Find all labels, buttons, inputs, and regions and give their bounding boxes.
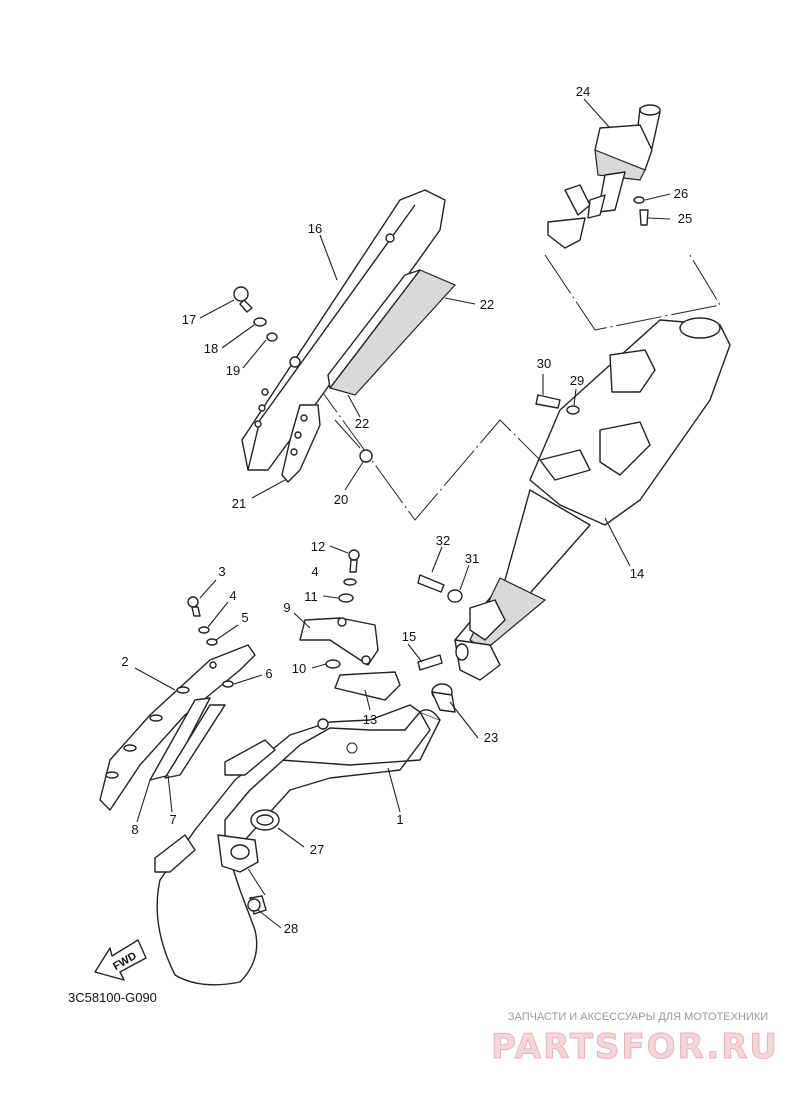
watermark-tagline: ЗАПЧАСТИ И АКСЕССУАРЫ ДЛЯ МОТОТЕХНИКИ [508,1011,768,1023]
label-5: 5 [241,610,248,625]
label-23: 23 [484,730,498,745]
label-8: 8 [131,822,138,837]
part-labels: 1 2 3 4 4 5 6 7 8 9 10 11 12 13 14 15 16… [121,84,692,936]
label-4a: 4 [229,588,236,603]
bracket-9 [299,617,379,666]
label-2: 2 [121,654,128,669]
label-30: 30 [537,356,551,371]
watermark: ЗАПЧАСТИ И АКСЕССУАРЫ ДЛЯ МОТОТЕХНИКИ PA… [490,1011,779,1068]
damper-13 [334,671,401,701]
heat-guard-16 [241,189,446,471]
label-10: 10 [292,661,306,676]
label-22b: 22 [355,416,369,431]
label-1: 1 [396,812,403,827]
fwd-arrow-icon: FWD [94,939,147,981]
label-27: 27 [310,842,324,857]
label-18: 18 [204,341,218,356]
label-26: 26 [674,186,688,201]
label-6: 6 [265,666,272,681]
watermark-logo: PARTSFOR.RU [491,1027,779,1067]
label-4b: 4 [311,564,318,579]
label-7: 7 [169,812,176,827]
heat-protector-2 [99,644,256,811]
label-12: 12 [311,539,325,554]
guard-bracket-21 [281,404,321,483]
label-17: 17 [182,312,196,327]
label-14: 14 [630,566,644,581]
label-25: 25 [678,211,692,226]
label-31: 31 [465,551,479,566]
label-9: 9 [283,600,290,615]
fasteners [187,196,649,912]
guard-gasket-22 [327,269,457,396]
label-19: 19 [226,363,240,378]
label-32: 32 [436,533,450,548]
diagram-code: 3C58100-G090 [68,990,157,1005]
label-24: 24 [576,84,590,99]
label-3: 3 [218,564,225,579]
label-11: 11 [304,589,318,604]
leader-lines [134,98,671,929]
label-13: 13 [363,712,377,727]
muffler-14 [454,317,731,681]
protector-gasket-8 [164,704,226,779]
exhaust-pipe-1 [154,704,441,986]
label-29: 29 [570,373,584,388]
label-16: 16 [308,221,322,236]
label-20: 20 [334,492,348,507]
label-21: 21 [232,496,246,511]
label-22a: 22 [480,297,494,312]
label-15: 15 [402,629,416,644]
label-28: 28 [284,921,298,936]
tail-pipe-24 [547,104,661,249]
